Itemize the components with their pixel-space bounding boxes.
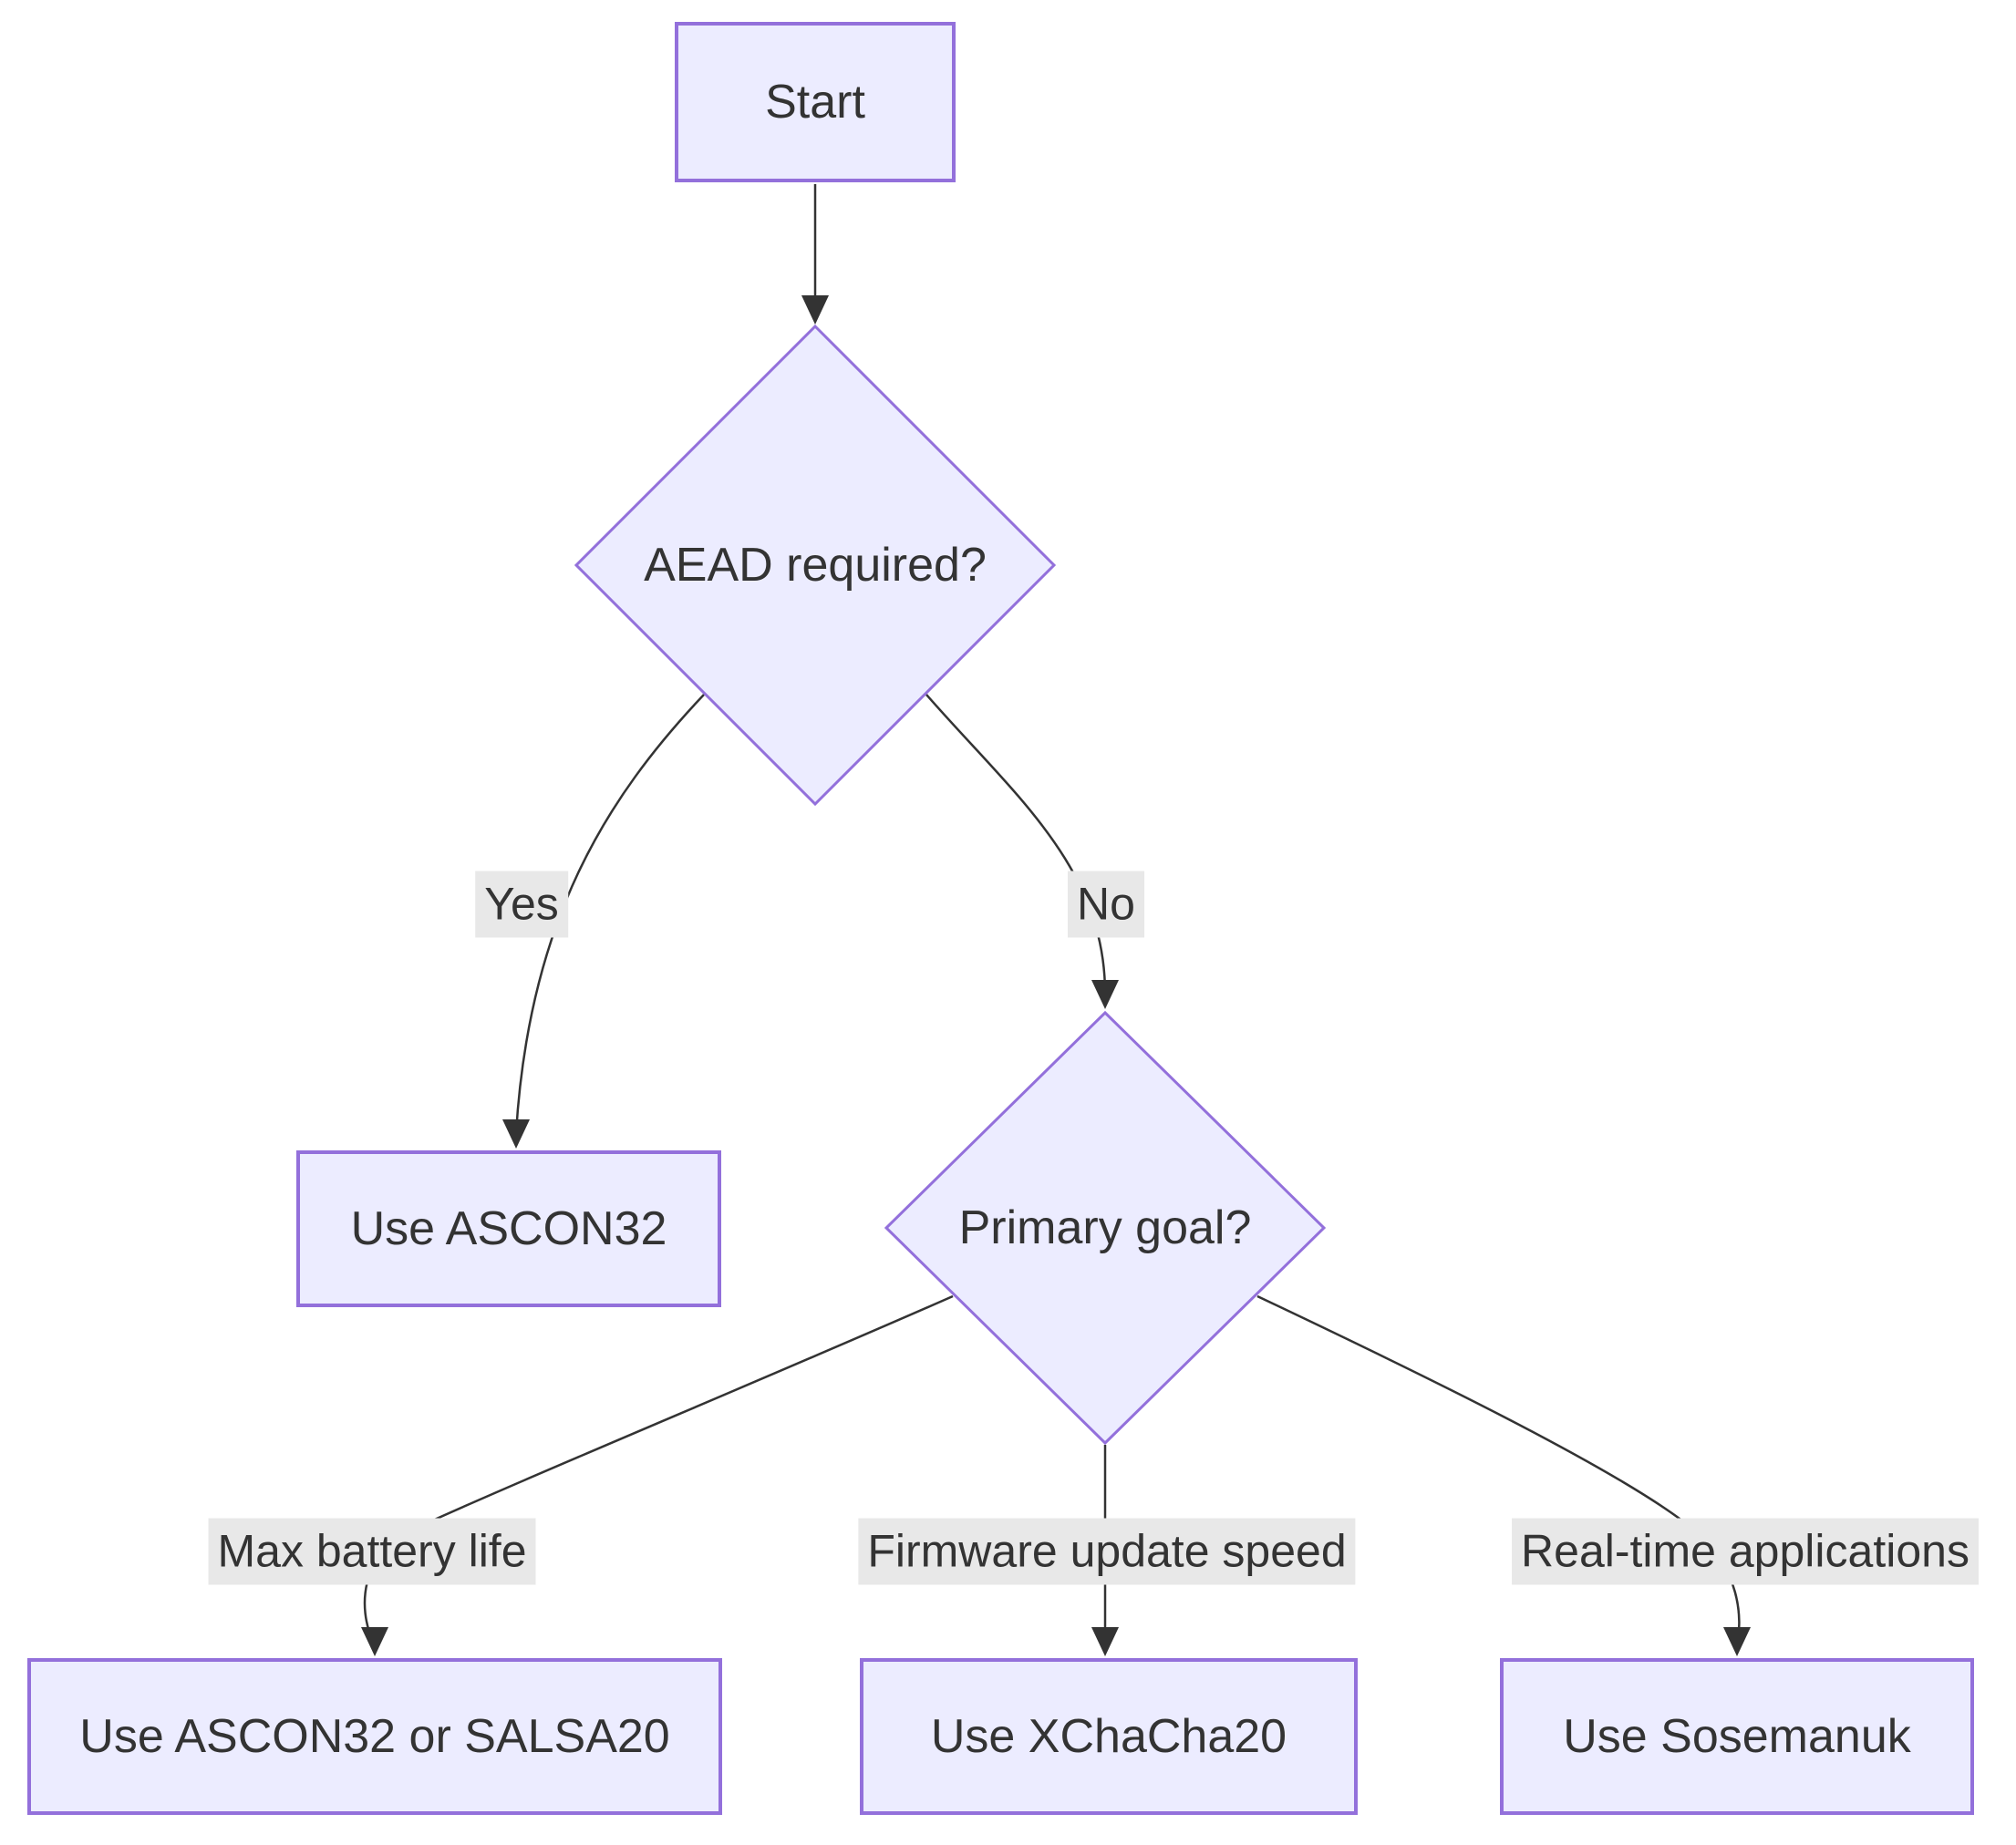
node-use-sosemanuk-label: Use Sosemanuk <box>1563 1710 1911 1763</box>
node-start-label: Start <box>765 76 865 129</box>
arrowhead-aead-no-to-goal <box>1091 980 1119 1009</box>
edge-label-no: No <box>1068 871 1144 938</box>
arrowhead-goal-to-xchacha20 <box>1091 1627 1119 1656</box>
arrowhead-aead-yes-to-ascon32 <box>502 1119 530 1149</box>
node-use-xchacha20: Use XChaCha20 <box>860 1658 1358 1815</box>
node-use-ascon32-or-salsa20-label: Use ASCON32 or SALSA20 <box>79 1710 670 1763</box>
arrowhead-start-to-aead <box>801 295 829 325</box>
edge-label-real-time-applications: Real-time applications <box>1512 1518 1979 1585</box>
node-use-ascon32-or-salsa20: Use ASCON32 or SALSA20 <box>27 1658 722 1815</box>
edge-label-firmware-update-speed: Firmware update speed <box>858 1518 1356 1585</box>
edge-aead-no-to-goal <box>925 694 1107 995</box>
node-use-ascon32: Use ASCON32 <box>296 1150 721 1307</box>
node-start: Start <box>675 22 956 182</box>
arrowhead-goal-to-ascon32-salsa20 <box>361 1627 388 1656</box>
node-use-ascon32-label: Use ASCON32 <box>350 1202 667 1255</box>
primary-goal-diamond-shape <box>884 1010 1327 1446</box>
node-use-xchacha20-label: Use XChaCha20 <box>930 1710 1287 1763</box>
edge-label-yes: Yes <box>475 871 568 938</box>
arrowhead-goal-to-sosemanuk <box>1723 1627 1751 1656</box>
node-use-sosemanuk: Use Sosemanuk <box>1500 1658 1974 1815</box>
aead-decision-diamond-shape <box>574 324 1057 807</box>
edge-goal-to-ascon32-salsa20 <box>363 1294 954 1642</box>
edge-goal-to-sosemanuk <box>1256 1294 1741 1642</box>
edge-label-max-battery-life: Max battery life <box>208 1518 536 1585</box>
node-primary-goal-label: Primary goal? <box>958 1201 1252 1254</box>
edge-aead-yes-to-ascon32 <box>514 694 705 1134</box>
node-aead-decision-label: AEAD required? <box>644 539 987 592</box>
